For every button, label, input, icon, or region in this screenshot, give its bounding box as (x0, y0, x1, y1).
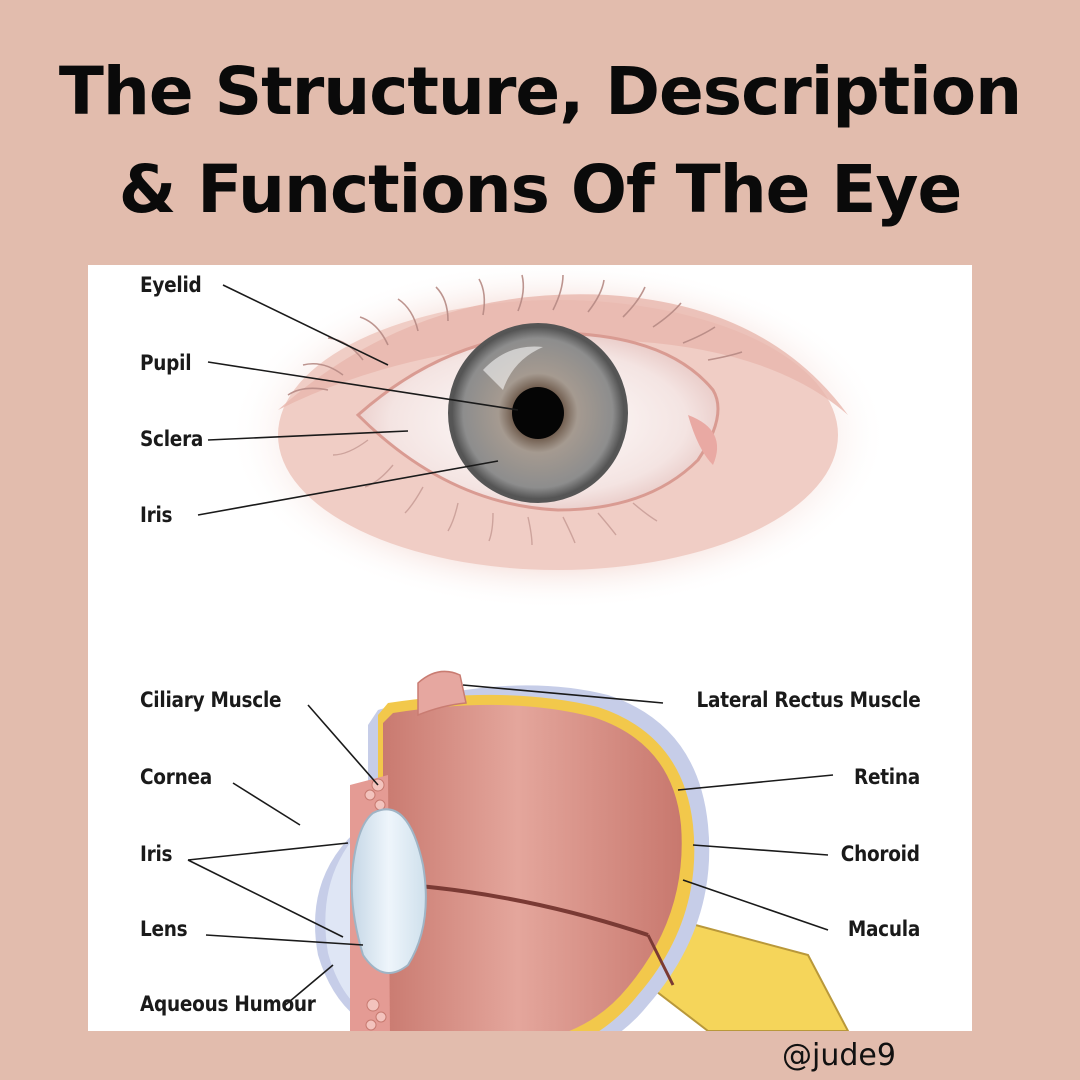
pupil-shape (512, 387, 564, 439)
label-iris-front: Iris (140, 503, 173, 527)
page-title-line-1: The Structure, Description (58, 53, 1022, 130)
author-handle: @jude9 (782, 1038, 896, 1073)
label-aqueous-humour: Aqueous Humour (140, 992, 316, 1016)
label-lens: Lens (140, 917, 188, 941)
eye-cross-section (315, 670, 850, 1031)
label-retina: Retina (854, 765, 920, 789)
label-sclera: Sclera (140, 427, 204, 451)
page-title-line-2: & Functions Of The Eye (118, 151, 963, 228)
label-choroid: Choroid (841, 842, 920, 866)
label-iris-section: Iris (140, 842, 173, 866)
label-lateral-rectus-muscle: Lateral Rectus Muscle (696, 688, 920, 712)
diagram-panel: Eyelid Pupil Sclera Iris Ciliary Muscle … (88, 265, 972, 1031)
label-cornea: Cornea (140, 765, 212, 789)
eye-illustration (187, 265, 888, 1031)
front-eye (228, 265, 888, 610)
label-ciliary-muscle: Ciliary Muscle (140, 688, 282, 712)
leader-lines (187, 284, 834, 1008)
label-eyelid: Eyelid (140, 273, 202, 297)
label-macula: Macula (847, 917, 920, 941)
label-pupil: Pupil (140, 351, 192, 375)
